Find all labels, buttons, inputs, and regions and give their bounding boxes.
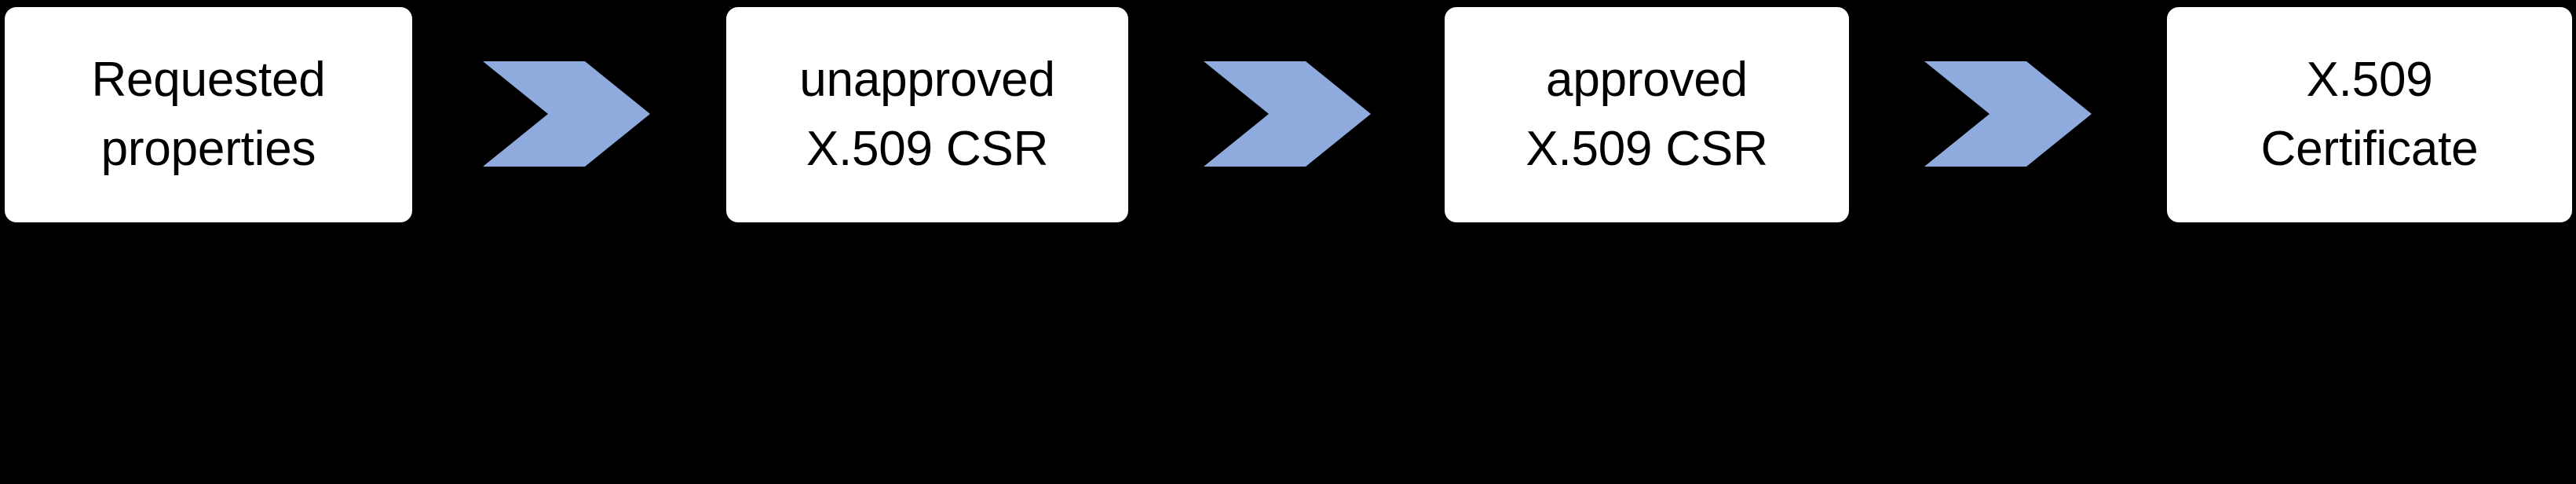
chevron-right-arrow-icon-1 — [483, 61, 650, 167]
process-box-label-line2: Certificate — [2260, 122, 2479, 176]
process-box-label-line1: Requested — [91, 52, 326, 107]
process-box-unapproved-csr[interactable]: unapproved X.509 CSR — [726, 7, 1128, 222]
process-box-label-line1: unapproved — [799, 52, 1055, 107]
process-box-approved-csr[interactable]: approved X.509 CSR — [1445, 7, 1849, 222]
process-box-label-line2: X.509 CSR — [1526, 122, 1768, 176]
process-box-label-line1: X.509 — [2306, 52, 2433, 107]
chevron-right-arrow-shape — [483, 61, 650, 167]
chevron-right-arrow-shape — [1924, 61, 2092, 167]
process-box-x509-certificate[interactable]: X.509 Certificate — [2167, 7, 2572, 222]
chevron-right-arrow-icon-2 — [1204, 61, 1371, 167]
chevron-right-arrow-icon-3 — [1924, 61, 2092, 167]
process-box-label-line2: properties — [100, 122, 316, 176]
process-box-label-line1: approved — [1546, 52, 1748, 107]
chevron-right-arrow-shape — [1204, 61, 1371, 167]
process-box-label-line2: X.509 CSR — [806, 122, 1049, 176]
process-box-requested-properties[interactable]: Requested properties — [5, 7, 412, 222]
